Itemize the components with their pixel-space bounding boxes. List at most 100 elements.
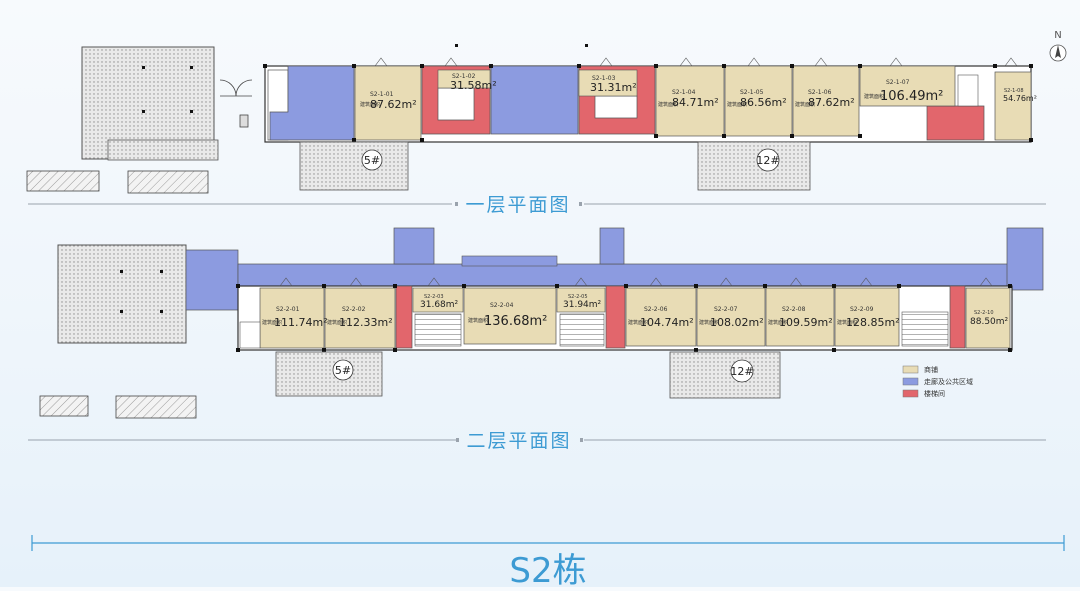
north-arrow: N: [1049, 30, 1067, 62]
area-label: 建筑面积: [727, 101, 747, 108]
unit-area: 31.58m²: [450, 79, 497, 92]
shop-unit[interactable]: [625, 287, 697, 347]
shop-unit[interactable]: [792, 65, 860, 137]
north-label: N: [1054, 30, 1061, 41]
unit-code: S2-1-05: [740, 89, 764, 96]
unit-area: 54.76m²: [1003, 94, 1037, 103]
north-arrow-needle: [1055, 45, 1061, 58]
unit-area: 86.56m²: [740, 96, 787, 109]
unit-area: 104.74m²: [640, 316, 694, 329]
shop-unit[interactable]: [437, 69, 491, 89]
hatched-block: [127, 170, 209, 194]
unit-code: S2-2-02: [342, 306, 366, 313]
legend-label-corridor: 走廊及公共区域: [924, 377, 973, 386]
shop-unit[interactable]: [578, 69, 638, 97]
area-label: 建筑面积: [468, 317, 488, 324]
unit-code: S2-2-08: [782, 306, 806, 313]
corridor-bridge: [185, 249, 239, 311]
stair-flight: [414, 313, 462, 347]
shop-unit[interactable]: [994, 71, 1032, 141]
area-label: 建筑面积: [768, 319, 788, 326]
unit-code: S2-2-09: [850, 306, 874, 313]
floor1-door-marks: [374, 57, 1018, 67]
hatched-block: [39, 395, 89, 417]
unit-code: S2-2-07: [714, 306, 738, 313]
legend-label-stair: 楼梯间: [924, 389, 945, 398]
shop-unit[interactable]: [463, 287, 557, 345]
unit-code: S2-1-08: [1004, 88, 1024, 94]
floor2-caption: 二层平面图: [28, 430, 1046, 452]
residential-tower-12: [697, 141, 811, 191]
shop-unit[interactable]: [765, 287, 835, 347]
corridor-branch: [393, 227, 435, 265]
stair-landing: [957, 74, 979, 107]
floor2-unit-labels: S2-2-01 建筑面积 111.74m² S2-2-02 建筑面积 112.3…: [262, 294, 1009, 329]
tower-label-5: 5#: [335, 364, 351, 377]
unit-area: 128.85m²: [846, 316, 900, 329]
shop-unit[interactable]: [834, 287, 900, 347]
shop-unit[interactable]: [556, 287, 606, 313]
unit-area: 106.49m²: [880, 89, 943, 104]
building-title-row: S2栋: [31, 535, 1065, 591]
area-label: 建筑面积: [628, 319, 648, 326]
floor1-columns: [142, 44, 1033, 142]
unit-code: S2-2-06: [644, 306, 668, 313]
floor2-door-marks: [279, 277, 993, 287]
existing-building-left: [57, 244, 187, 344]
corridor-main: [237, 263, 1017, 287]
legend-swatch-stair: [902, 389, 919, 398]
legend-label-shop: 商铺: [924, 365, 938, 374]
shop-unit[interactable]: [412, 287, 464, 313]
stairwell: [926, 105, 985, 141]
unit-area: 31.68m²: [420, 300, 459, 310]
floor2-columns: [120, 270, 1012, 352]
unit-area: 109.59m²: [779, 316, 833, 329]
building-title: S2栋: [509, 551, 586, 587]
tower-marker: [756, 148, 780, 172]
area-label: 建筑面积: [327, 319, 347, 326]
residential-tower-12: [669, 351, 781, 399]
stairwell: [605, 285, 626, 349]
area-label: 建筑面积: [360, 101, 380, 108]
unit-area: 87.62m²: [370, 98, 417, 111]
stairwell: [395, 285, 413, 349]
shop-unit[interactable]: [324, 287, 396, 349]
unit-code: S2-2-03: [424, 294, 444, 300]
unit-area: 84.71m²: [672, 96, 719, 109]
shop-unit[interactable]: [259, 287, 325, 349]
stair-flight: [559, 313, 605, 347]
unit-code: S2-2-10: [974, 310, 994, 316]
unit-area: 31.94m²: [563, 300, 602, 310]
shop-unit[interactable]: [655, 65, 725, 137]
shop-unit[interactable]: [724, 65, 793, 137]
area-label: 建筑面积: [699, 319, 719, 326]
tower-marker: [730, 359, 754, 383]
unit-code: S2-1-02: [452, 73, 476, 80]
stair-flight: [901, 311, 949, 347]
unit-code: S2-1-04: [672, 89, 696, 96]
unit-code: S2-2-05: [568, 294, 588, 300]
hatched-block: [26, 170, 100, 192]
unit-code: S2-1-01: [370, 91, 394, 98]
entry-doors: [219, 79, 253, 128]
residential-tower-5: [299, 141, 409, 191]
shop-unit[interactable]: [696, 287, 766, 347]
corridor-branch: [1006, 227, 1044, 291]
floor1-caption: 一层平面图: [28, 194, 1046, 216]
shop-unit[interactable]: [965, 287, 1011, 349]
unit-area: 111.74m²: [274, 316, 328, 329]
area-label: 建筑面积: [837, 319, 857, 326]
tower-marker: [361, 149, 383, 171]
unit-code: S2-2-01: [276, 306, 300, 313]
floor2-plan: 5# 12# S2-2-01 建筑面积 111.74m² S2-2-02 建筑面…: [39, 227, 1044, 419]
unit-area: 112.33m²: [339, 316, 393, 329]
unit-area: 108.02m²: [710, 316, 764, 329]
shop-unit[interactable]: [354, 65, 422, 141]
area-label: 建筑面积: [864, 93, 884, 100]
unit-area: 87.62m²: [808, 96, 855, 109]
existing-building-left-annex: [107, 139, 219, 161]
shop-unit[interactable]: [859, 65, 956, 107]
unit-code: S2-1-07: [886, 79, 910, 86]
